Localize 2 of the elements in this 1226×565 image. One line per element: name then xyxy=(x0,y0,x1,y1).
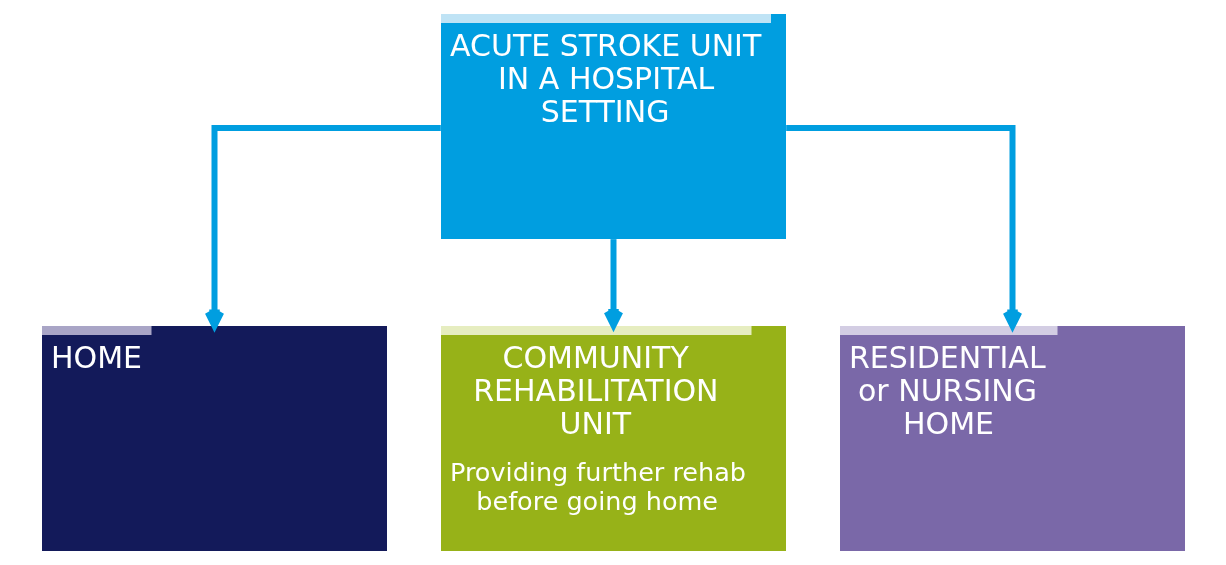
arrow xyxy=(204,125,441,330)
arrow xyxy=(785,125,1022,330)
